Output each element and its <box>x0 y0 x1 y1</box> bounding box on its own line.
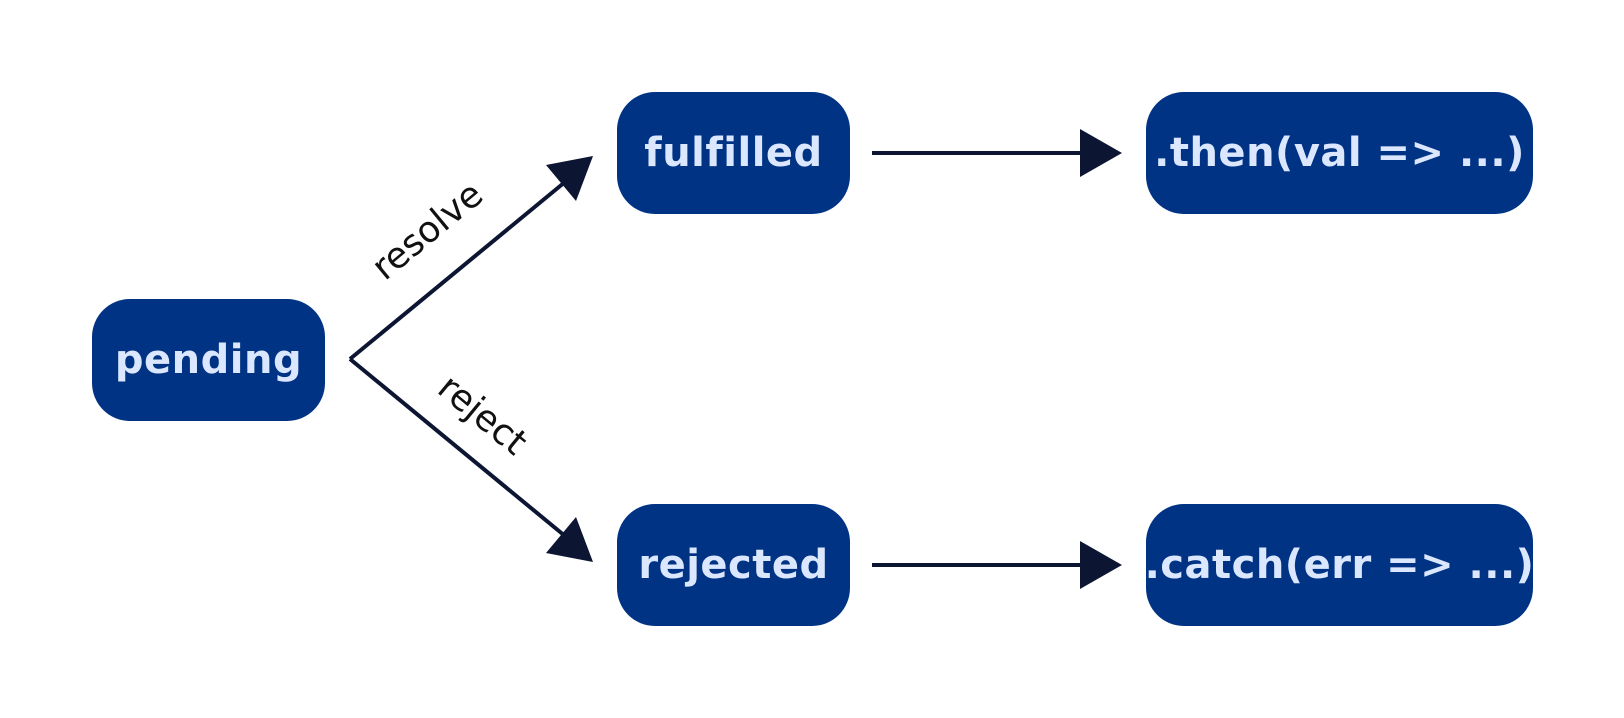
rejected-to-catch-arrowhead <box>1080 541 1122 589</box>
resolve-edge-label: resolve <box>364 174 491 289</box>
resolve-edge <box>348 180 567 361</box>
reject-edge <box>348 357 567 538</box>
rejected-state-node: rejected <box>617 504 850 626</box>
resolve-arrowhead <box>546 156 593 201</box>
catch-handler-label: .catch(err => ...) <box>1144 542 1535 588</box>
fulfilled-state-label: fulfilled <box>644 130 823 176</box>
then-handler-label: .then(val => ...) <box>1154 130 1525 176</box>
fulfilled-to-then-arrowhead <box>1080 129 1122 177</box>
pending-state-label: pending <box>114 337 303 383</box>
then-handler-node: .then(val => ...) <box>1146 92 1533 214</box>
reject-edge-label: reject <box>430 367 535 464</box>
rejected-state-label: rejected <box>638 542 829 588</box>
pending-state-node: pending <box>92 299 325 421</box>
reject-arrowhead <box>546 517 593 562</box>
catch-handler-node: .catch(err => ...) <box>1144 504 1535 626</box>
fulfilled-state-node: fulfilled <box>617 92 850 214</box>
